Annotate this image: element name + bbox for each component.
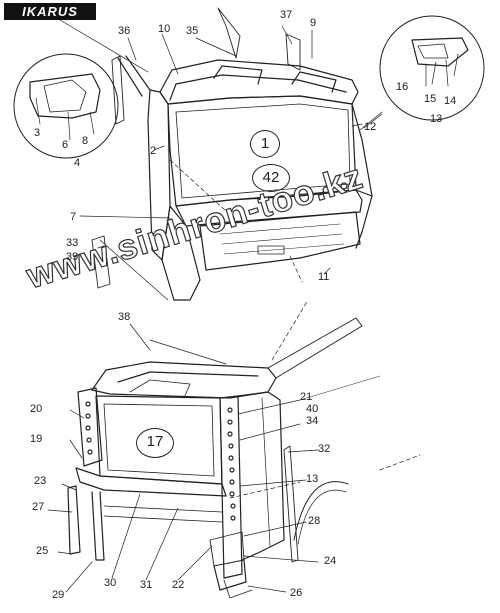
callout-2: 2 — [150, 145, 157, 157]
callout-9: 9 — [310, 17, 317, 29]
callout-27: 27 — [32, 501, 45, 513]
callout-15: 15 — [424, 93, 437, 105]
callout-13-top: 13 — [430, 113, 443, 125]
callout-17: 17 — [136, 428, 174, 458]
detail-circle-left — [13, 53, 119, 159]
callout-4: 4 — [74, 157, 81, 169]
callout-36: 36 — [118, 25, 131, 37]
callout-23: 23 — [34, 475, 47, 487]
callout-35: 35 — [186, 25, 199, 37]
callout-19: 19 — [30, 433, 43, 445]
callout-31: 31 — [140, 579, 153, 591]
detail-circle-right — [359, 15, 485, 131]
callout-6: 6 — [62, 139, 69, 151]
callout-38: 38 — [118, 311, 131, 323]
callout-42: 42 — [252, 164, 290, 192]
callout-14: 14 — [444, 95, 457, 107]
callout-26: 26 — [290, 587, 303, 599]
callout-12: 12 — [364, 121, 377, 133]
callout-1: 1 — [250, 130, 280, 158]
callout-25: 25 — [36, 545, 49, 557]
callout-13-bottom: 13 — [306, 473, 319, 485]
callout-29: 29 — [52, 589, 65, 601]
callout-32: 32 — [318, 443, 331, 455]
callout-24: 24 — [324, 555, 337, 567]
callout-28: 28 — [308, 515, 321, 527]
callout-39: 39 — [66, 251, 79, 263]
callout-40: 40 — [306, 403, 319, 415]
callout-3: 3 — [34, 127, 41, 139]
callout-16: 16 — [396, 81, 409, 93]
brand-logo: IKARUS — [4, 3, 96, 20]
callout-33: 33 — [66, 237, 79, 249]
callout-34: 34 — [306, 415, 319, 427]
callout-10: 10 — [158, 23, 171, 35]
front-shell-drawing — [59, 7, 373, 301]
callout-11: 11 — [318, 271, 330, 283]
callout-30: 30 — [104, 577, 117, 589]
callout-21: 21 — [300, 391, 313, 403]
callout-37: 37 — [280, 9, 293, 21]
callout-8: 8 — [82, 135, 89, 147]
callout-20: 20 — [30, 403, 43, 415]
front-frame-drawing — [47, 299, 421, 599]
callout-7: 7 — [70, 211, 77, 223]
callout-22: 22 — [172, 579, 185, 591]
